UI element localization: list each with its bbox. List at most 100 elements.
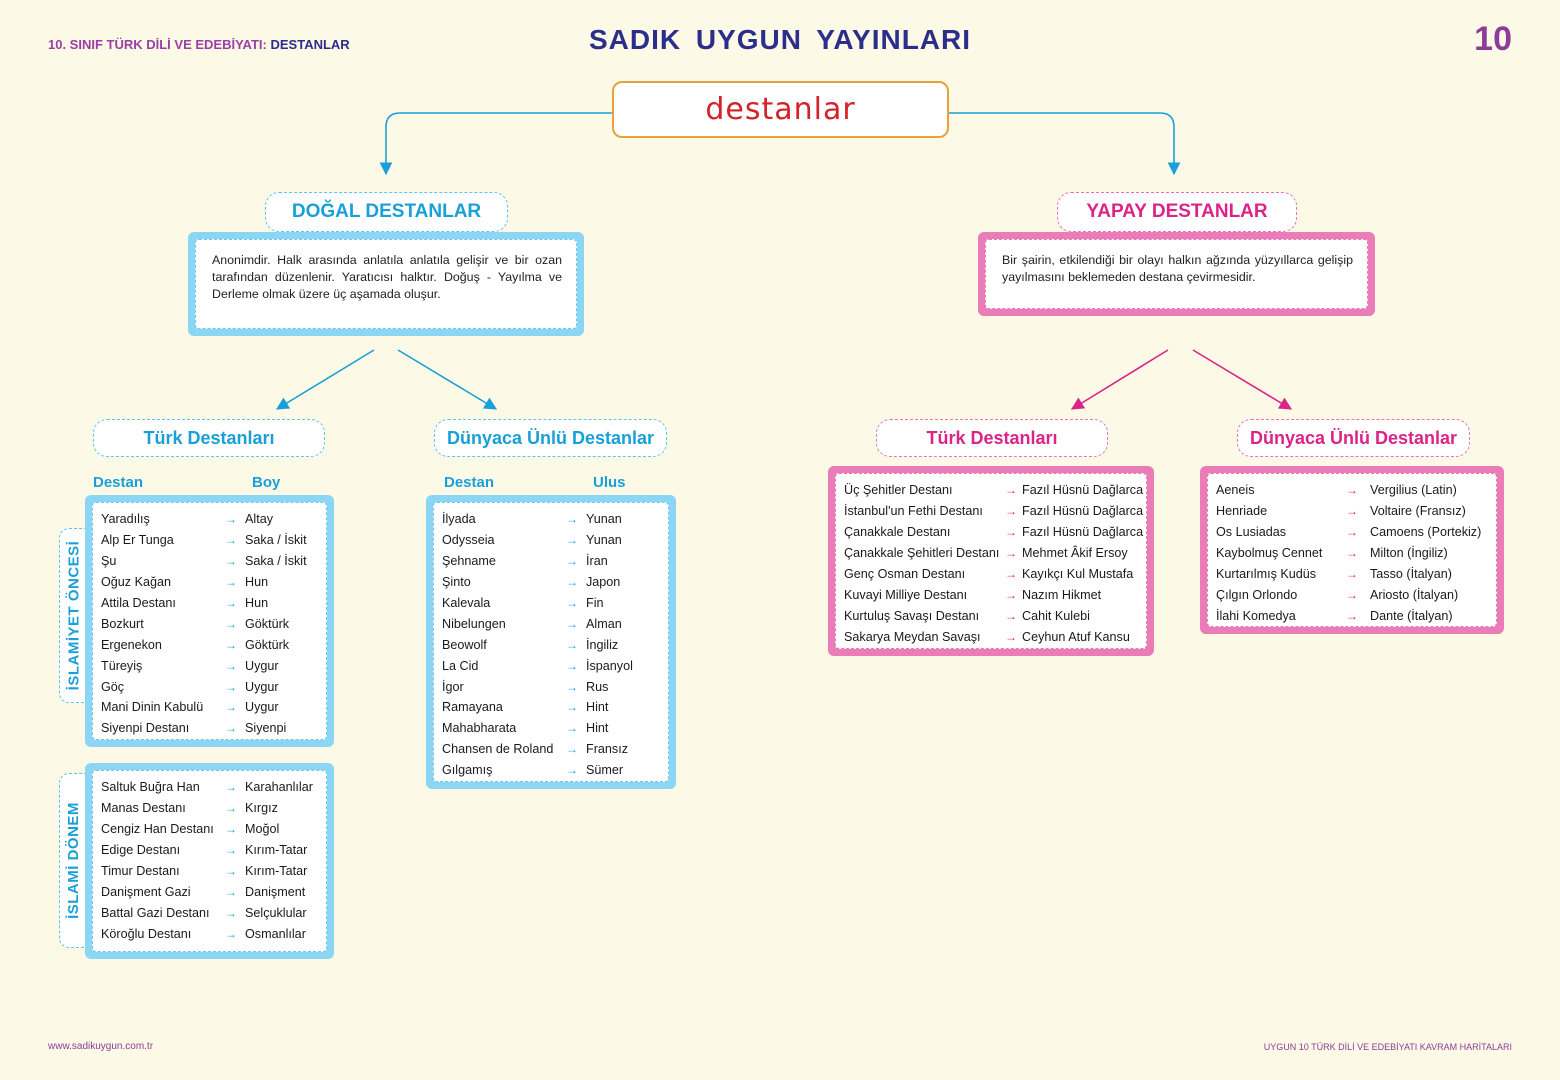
epic-name: Manas Destanı bbox=[101, 801, 186, 816]
epic-origin: Fazıl Hüsnü Dağlarca bbox=[1022, 504, 1144, 519]
list-item: Şu → Saka / İskit bbox=[101, 551, 320, 572]
epic-origin: Hint bbox=[586, 700, 609, 715]
epic-origin: Cahit Kulebi bbox=[1022, 608, 1090, 623]
arrow-icon: → bbox=[225, 554, 237, 569]
epic-name: Çılgın Orlondo bbox=[1216, 587, 1298, 602]
list-item: Kurtuluş Savaşı Destanı → Cahit Kulebi bbox=[844, 605, 1140, 626]
epic-name: Mani Dinin Kabulü bbox=[101, 700, 204, 715]
epic-name: Ergenekon bbox=[101, 637, 162, 652]
list-item: İlahi Komedya→Dante (İtalyan) bbox=[1216, 605, 1490, 626]
list-item: Saltuk Buğra Han→Karahanlılar bbox=[101, 777, 320, 798]
list-item: Attila Destanı→Hun bbox=[101, 593, 320, 614]
arrow-icon: → bbox=[225, 864, 237, 878]
epic-origin: Karahanlılar bbox=[245, 780, 313, 795]
list-item: Aeneis→Vergilius (Latin) bbox=[1216, 480, 1490, 501]
list-item: İlyada→Yunan bbox=[442, 509, 662, 530]
list-item: Bozkurt→Göktürk bbox=[101, 613, 320, 634]
artificial-epics-description: Bir şairin, etkilendiği bir olayı halkın… bbox=[985, 239, 1368, 309]
epic-name: Köroğlu Destanı bbox=[101, 926, 192, 941]
epic-origin: Uygur bbox=[245, 679, 279, 694]
list-item: Kurtarılmış Kudüs→Tasso (İtalyan) bbox=[1216, 564, 1490, 585]
epic-origin: Voltaire (Fransız) bbox=[1370, 504, 1466, 519]
arrow-icon: → bbox=[225, 721, 237, 736]
epic-name: Kalevala bbox=[442, 596, 491, 610]
list-item: Çanakkale Şehitleri Destanı→Mehmet Âkif … bbox=[844, 543, 1140, 564]
epic-origin: Japon bbox=[586, 575, 621, 590]
subject-topic: DESTANLAR bbox=[270, 37, 350, 52]
arrow-icon: → bbox=[1346, 608, 1358, 623]
epic-origin: Milton (İngiliz) bbox=[1370, 546, 1448, 561]
footer-website: www.sadikuygun.com.tr bbox=[48, 1041, 154, 1052]
artificial-epics-title: YAPAY DESTANLAR bbox=[1057, 192, 1297, 232]
epic-name: İlahi Komedya bbox=[1216, 608, 1296, 623]
epic-name: Çanakkale Şehitleri Destanı bbox=[844, 546, 1000, 561]
epic-origin: Uygur bbox=[245, 658, 279, 673]
arrow-icon: → bbox=[1346, 546, 1358, 561]
artificial-turkish-epics-list: Üç Şehitler Destanı→Fazıl Hüsnü Dağlarca… bbox=[835, 473, 1147, 649]
epic-name: Timur Destanı bbox=[101, 864, 180, 878]
epic-name: Nibelungen bbox=[442, 616, 506, 631]
arrow-icon: → bbox=[225, 575, 237, 590]
epic-origin: İran bbox=[586, 554, 608, 569]
epic-origin: Osmanlılar bbox=[245, 926, 306, 941]
arrow-icon: → bbox=[566, 700, 578, 715]
list-item: Ramayana→Hint bbox=[442, 697, 662, 718]
artificial-world-epics-box: Aeneis→Vergilius (Latin)Henriade→Voltair… bbox=[1200, 466, 1504, 634]
epic-name: Alp Er Tunga bbox=[101, 533, 174, 548]
arrow-icon: → bbox=[566, 679, 578, 694]
epic-name: Aeneis bbox=[1216, 483, 1255, 498]
list-item: Kuvayi Milliye Destanı→Nazım Hikmet bbox=[844, 584, 1140, 605]
epic-name: Cengiz Han Destanı bbox=[101, 822, 214, 837]
epic-name: Kurtarılmış Kudüs bbox=[1216, 567, 1317, 581]
epic-origin: Alman bbox=[586, 616, 622, 631]
list-item: Kaybolmuş Cennet→Milton (İngiliz) bbox=[1216, 543, 1490, 564]
epic-origin: Nazım Hikmet bbox=[1022, 587, 1102, 602]
epic-name: Beowolf bbox=[442, 637, 487, 652]
arrow-icon: → bbox=[225, 679, 237, 694]
epic-origin: Ariosto (İtalyan) bbox=[1370, 587, 1459, 602]
arrow-icon: → bbox=[1005, 546, 1017, 561]
list-item: Beowolf→İngiliz bbox=[442, 634, 662, 655]
arrow-icon: → bbox=[225, 533, 237, 548]
natural-turkish-col-boy: Boy bbox=[252, 474, 281, 491]
arrow-icon: → bbox=[566, 533, 578, 548]
epic-origin: Saka / İskit bbox=[245, 554, 307, 569]
epic-origin: Göktürk bbox=[245, 637, 290, 652]
list-item: Henriade→Voltaire (Fransız) bbox=[1216, 501, 1490, 522]
list-item: Odysseia → Yunan bbox=[442, 530, 662, 551]
list-item: Alp Er Tunga→Saka / İskit bbox=[101, 530, 320, 551]
epic-origin: İngiliz bbox=[586, 637, 619, 652]
artificial-world-epics-list: Aeneis→Vergilius (Latin)Henriade→Voltair… bbox=[1207, 473, 1497, 627]
arrow-icon: → bbox=[566, 616, 578, 631]
subject-heading: 10. SINIF TÜRK DİLİ VE EDEBİYATI: DESTAN… bbox=[48, 37, 350, 52]
epic-name: Gılgamış bbox=[442, 763, 493, 778]
arrow-artificial-to-world bbox=[1192, 349, 1293, 410]
epic-name: Mahabharata bbox=[442, 721, 517, 736]
epic-name: Saltuk Buğra Han bbox=[101, 780, 200, 795]
list-item: Üç Şehitler Destanı→Fazıl Hüsnü Dağlarca bbox=[844, 480, 1143, 501]
epic-origin: Uygur bbox=[245, 700, 279, 715]
epic-origin: Danişment bbox=[245, 884, 306, 899]
list-item: Köroğlu Destanı → Osmanlılar bbox=[101, 923, 320, 944]
list-item: Çılgın Orlondo→Ariosto (İtalyan) bbox=[1216, 584, 1490, 605]
arrow-root-to-natural bbox=[379, 112, 612, 176]
epic-origin: Yunan bbox=[586, 533, 622, 548]
subject-prefix: 10. SINIF TÜRK DİLİ VE EDEBİYATI: bbox=[48, 37, 267, 52]
natural-turkish-epics-title: Türk Destanları bbox=[93, 419, 325, 457]
arrow-icon: → bbox=[1346, 567, 1358, 581]
epic-name: Şu bbox=[101, 554, 117, 569]
epic-name: Odysseia bbox=[442, 533, 495, 548]
list-item: La Cid→İspanyol bbox=[442, 655, 662, 676]
arrow-icon: → bbox=[1005, 608, 1017, 623]
list-item: Gılgamış→Sümer bbox=[442, 760, 662, 781]
publisher-title: SADIK UYGUN YAYINLARI bbox=[588, 24, 972, 55]
arrow-icon: → bbox=[225, 926, 237, 941]
list-item: Ergenekon→Göktürk bbox=[101, 634, 320, 655]
epic-origin: Camoens (Portekiz) bbox=[1370, 525, 1482, 540]
epic-name: Kurtuluş Savaşı Destanı bbox=[844, 608, 980, 623]
epic-name: Attila Destanı bbox=[101, 596, 176, 610]
epic-name: İstanbul'un Fethi Destanı bbox=[844, 504, 983, 519]
